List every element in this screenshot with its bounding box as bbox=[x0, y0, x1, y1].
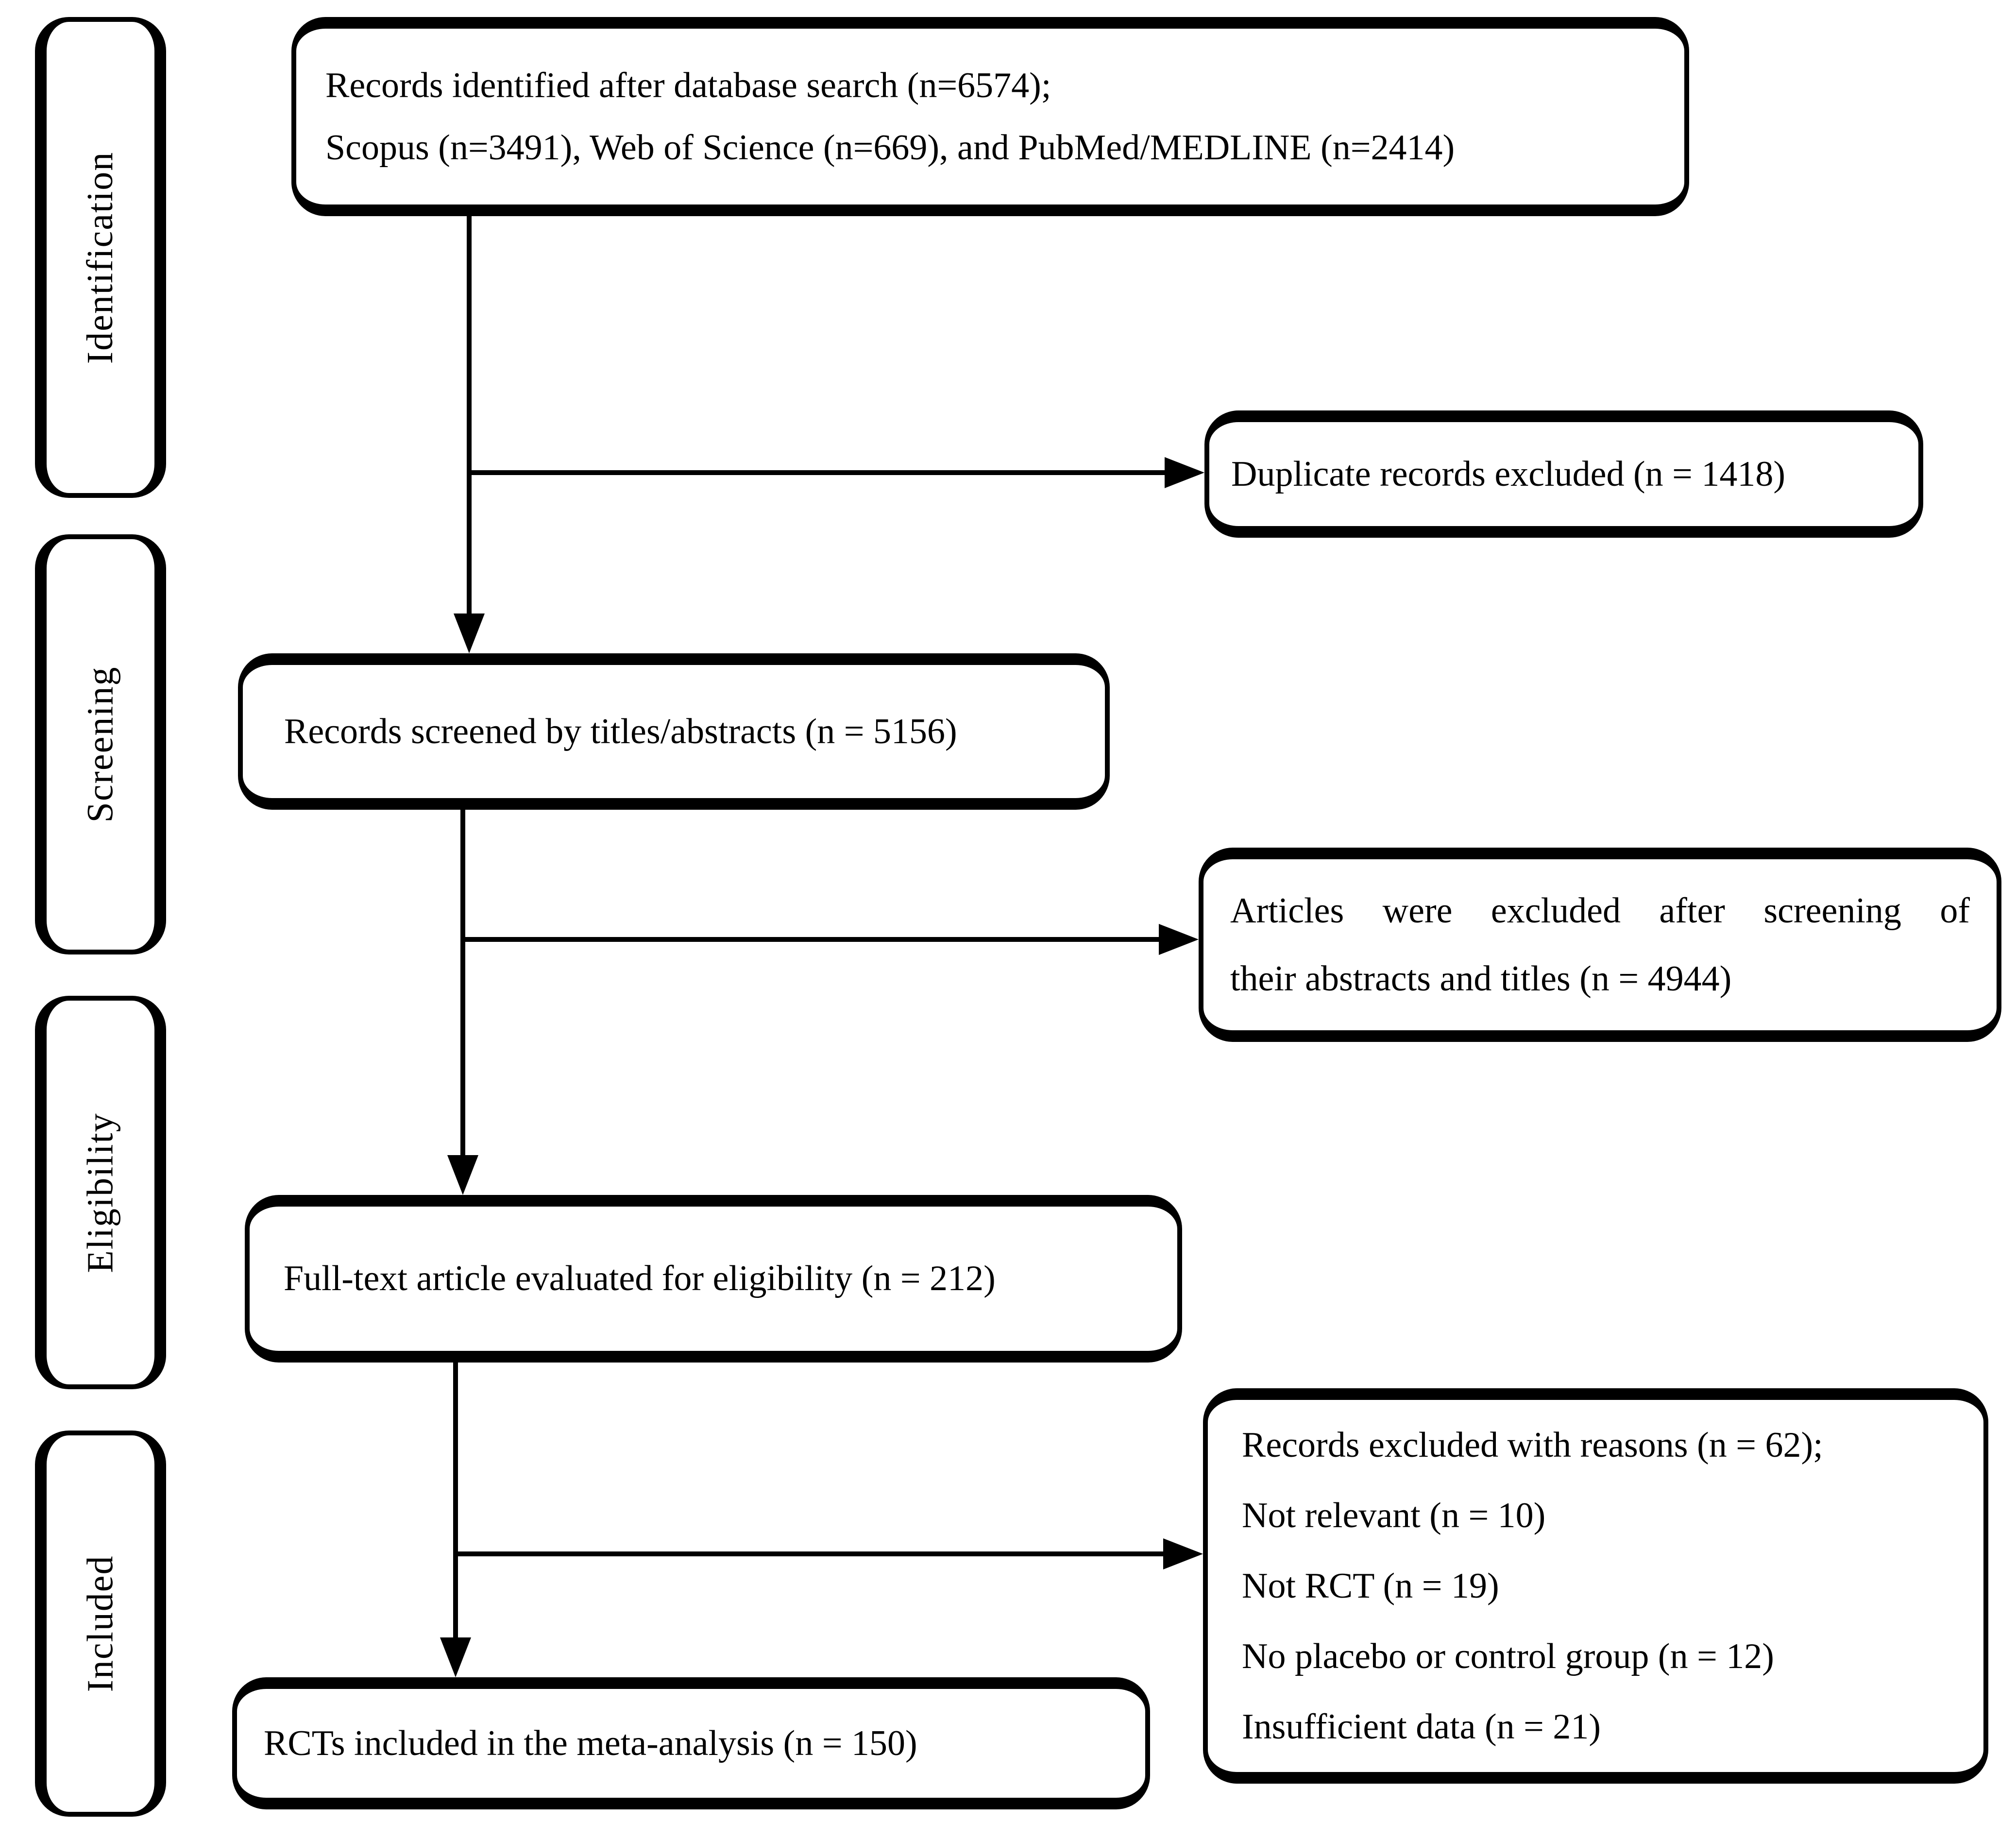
arrowhead-down-to-included-icon bbox=[440, 1637, 471, 1677]
stage-box-identification: Identification bbox=[35, 17, 166, 498]
box-excluded-with-reasons: Records excluded with reasons (n = 62); … bbox=[1203, 1388, 1988, 1784]
abstracts-excluded-line1: Articles were excluded after screening o… bbox=[1230, 891, 1970, 931]
excluded-reason-insufficient-data: Insufficient data (n = 21) bbox=[1242, 1706, 1601, 1747]
box-duplicates-excluded: Duplicate records excluded (n = 1418) bbox=[1204, 410, 1923, 538]
connector-to-duplicates-line bbox=[469, 470, 1165, 475]
arrowhead-down-to-fulltext-icon bbox=[447, 1155, 478, 1195]
stage-box-screening: Screening bbox=[35, 534, 166, 954]
connector-to-excluded-reasons-line bbox=[456, 1551, 1163, 1556]
box-records-identified: Records identified after database search… bbox=[291, 17, 1689, 216]
connector-to-abstracts-excluded-line bbox=[463, 937, 1159, 942]
excluded-reason-not-relevant: Not relevant (n = 10) bbox=[1242, 1495, 1546, 1535]
connector-fulltext-to-included-line bbox=[453, 1363, 458, 1640]
records-identified-line2: Scopus (n=3491), Web of Science (n=669),… bbox=[325, 128, 1455, 168]
duplicates-excluded-text: Duplicate records excluded (n = 1418) bbox=[1231, 454, 1786, 494]
stage-box-included: Included bbox=[35, 1431, 166, 1817]
arrowhead-down-to-screened-icon bbox=[454, 613, 485, 653]
stage-label-eligibility: Eligibility bbox=[80, 1112, 121, 1273]
excluded-reasons-title: Records excluded with reasons (n = 62); bbox=[1242, 1425, 1823, 1465]
excluded-reason-not-rct: Not RCT (n = 19) bbox=[1242, 1566, 1499, 1606]
box-fulltext-evaluated: Full-text article evaluated for eligibil… bbox=[245, 1195, 1182, 1363]
arrowhead-right-to-abstracts-excluded-icon bbox=[1159, 924, 1199, 955]
fulltext-evaluated-text: Full-text article evaluated for eligibil… bbox=[284, 1259, 996, 1299]
arrowhead-right-to-duplicates-icon bbox=[1165, 457, 1204, 488]
abstracts-excluded-line2: their abstracts and titles (n = 4944) bbox=[1230, 959, 1732, 999]
records-screened-text: Records screened by titles/abstracts (n … bbox=[284, 711, 957, 751]
arrowhead-right-to-excluded-reasons-icon bbox=[1163, 1538, 1203, 1569]
stage-box-eligibility: Eligibility bbox=[35, 996, 166, 1389]
connector-identified-to-screened-line bbox=[467, 215, 472, 616]
box-rcts-included: RCTs included in the meta-analysis (n = … bbox=[232, 1677, 1150, 1809]
records-identified-line1: Records identified after database search… bbox=[325, 66, 1051, 105]
connector-screened-to-fulltext-line bbox=[460, 810, 465, 1158]
rcts-included-text: RCTs included in the meta-analysis (n = … bbox=[264, 1723, 917, 1763]
stage-label-screening: Screening bbox=[80, 666, 121, 823]
stage-label-included: Included bbox=[80, 1555, 121, 1692]
excluded-reason-no-placebo: No placebo or control group (n = 12) bbox=[1242, 1636, 1774, 1676]
box-abstracts-excluded: Articles were excluded after screening o… bbox=[1199, 848, 2001, 1042]
box-records-screened: Records screened by titles/abstracts (n … bbox=[238, 653, 1110, 810]
stage-label-identification: Identification bbox=[80, 151, 121, 364]
